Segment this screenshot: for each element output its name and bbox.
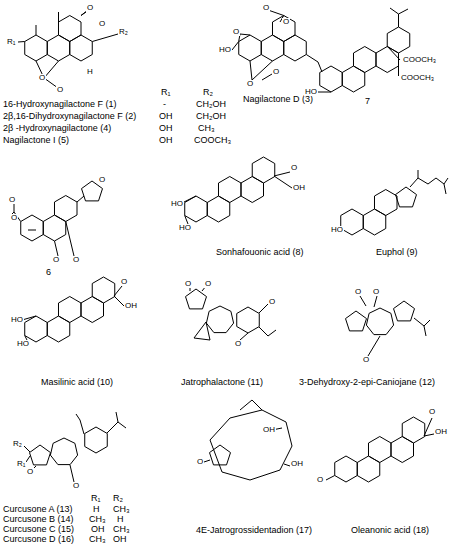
structure-label: HO xyxy=(330,226,344,234)
structure-label: Masilinic acid (10) xyxy=(40,378,114,387)
structure-label: O xyxy=(52,256,60,264)
nagilactone-d-skeleton xyxy=(232,10,322,80)
structure-label: O xyxy=(72,482,80,490)
structure-label: H xyxy=(92,505,101,514)
structure-label: O xyxy=(272,68,280,76)
structure-label: CH₂OH xyxy=(195,100,227,109)
structure-label: O xyxy=(282,18,290,26)
structure-label: COOCH₃ xyxy=(400,74,435,82)
structure-label: O xyxy=(26,468,34,476)
structure-label: O xyxy=(8,196,16,204)
structure-label: O xyxy=(10,214,18,222)
structure-label: HO xyxy=(170,200,184,208)
structure-label: HO xyxy=(178,224,192,232)
caniojane-skeleton xyxy=(346,296,431,356)
structure-label: Curcusone C (15) xyxy=(2,525,75,534)
structure-label: CH₃ xyxy=(88,515,107,524)
structure-label: O xyxy=(72,256,80,264)
structure-label: R₂ xyxy=(118,28,129,36)
structure-label: CH₃ xyxy=(112,505,131,514)
structure-label: 16-Hydroxynagilactone F (1) xyxy=(2,100,118,109)
sonhafouonic-skeleton xyxy=(184,157,292,224)
structure-label: H xyxy=(86,68,94,76)
structure-label: HO xyxy=(10,316,24,324)
structure-label: O xyxy=(316,476,324,484)
structure-label: OH xyxy=(262,426,276,434)
structure-label: O xyxy=(98,176,106,184)
structure-label: COOCH₃ xyxy=(193,136,232,145)
structure-label: HO xyxy=(16,340,30,348)
compound-6-skeleton xyxy=(12,181,103,256)
structure-label: OH xyxy=(434,428,448,436)
structure-label: 2β,16-Dihydroxynagilactone F (2) xyxy=(2,112,137,121)
structure-label: CH₃ xyxy=(197,124,216,133)
structure-label: OH xyxy=(112,535,128,544)
structure-label: CH₃ xyxy=(88,535,107,544)
structure-label: O xyxy=(98,20,106,28)
structure-label: COOCH₃ xyxy=(402,56,437,64)
structure-label: Sonhafouonic acid (8) xyxy=(215,248,305,257)
lupane-skeleton xyxy=(318,8,410,92)
structure-label: 3-Dehydroxy-2-epi-Caniojane (12) xyxy=(298,378,436,387)
oleanonic-skeleton xyxy=(326,417,434,482)
structure-label: R₂ xyxy=(202,88,214,97)
structure-label: O xyxy=(262,4,270,12)
structure-label: Nagilactone D (3) xyxy=(242,95,314,104)
structure-label: 6 xyxy=(45,268,52,277)
structure-label: Curcusone B (14) xyxy=(2,515,75,524)
structure-label: HO xyxy=(304,88,318,96)
structure-label: 4E-Jatrogrossidentadion (17) xyxy=(195,526,313,535)
euphol-skeleton xyxy=(341,170,448,235)
structure-label: Oleanonic acid (18) xyxy=(350,526,430,535)
structure-label: O xyxy=(428,408,436,416)
structure-label: HO xyxy=(218,46,232,54)
structure-label: O xyxy=(204,280,212,288)
curcusone-skeleton xyxy=(24,412,126,482)
structure-label: O xyxy=(86,4,94,12)
structure-label: OH xyxy=(292,184,306,192)
structure-label: O xyxy=(234,340,242,348)
structure-label: - xyxy=(162,100,167,109)
structure-label: O xyxy=(362,356,370,364)
structure-label: H xyxy=(116,515,125,524)
nagilactone-skeleton xyxy=(18,10,118,88)
structure-label: Curcusone D (16) xyxy=(2,535,75,544)
jatrophalactone-skeleton xyxy=(186,286,277,340)
structure-label: O xyxy=(120,278,128,286)
structure-label: Nagilactone I (5) xyxy=(2,136,70,145)
structure-label: 7 xyxy=(364,97,371,106)
structure-label: O xyxy=(184,280,192,288)
structure-label: CH₂OH xyxy=(195,112,227,121)
structure-label: R₂ xyxy=(12,440,23,448)
structure-label: R₁ xyxy=(6,38,16,46)
structure-label: Euphol (9) xyxy=(375,248,419,257)
masilinic-skeleton xyxy=(22,277,124,342)
structure-label: Curcusone A (13) xyxy=(2,505,74,514)
structure-label: OH xyxy=(90,525,106,534)
structure-label: OH xyxy=(158,136,174,145)
structure-label: O xyxy=(196,458,204,466)
jatrogrossidentadion-skeleton xyxy=(204,400,292,480)
structure-label: O xyxy=(232,28,240,36)
structure-label: O xyxy=(268,298,276,306)
structure-label: OH xyxy=(158,112,174,121)
structure-label: Jatrophalactone (11) xyxy=(180,378,264,387)
structure-label: R₂ xyxy=(112,494,124,503)
structure-label: O xyxy=(354,288,362,296)
structure-label: R₁ xyxy=(90,494,102,503)
structure-label: O xyxy=(290,164,298,172)
structure-label: O xyxy=(372,288,380,296)
structure-label: CH₃ xyxy=(112,525,131,534)
structure-label: 2β -Hydroxynagilactone (4) xyxy=(2,124,112,133)
structure-label: O xyxy=(246,80,254,88)
structure-label: OH xyxy=(124,302,138,310)
structure-label: OH xyxy=(290,460,304,468)
structure-label: R₁ xyxy=(16,460,26,468)
structure-label: O xyxy=(38,74,46,82)
structure-label: OH xyxy=(158,124,174,133)
structure-label: O xyxy=(56,86,64,94)
structure-label: R₁ xyxy=(160,88,172,97)
